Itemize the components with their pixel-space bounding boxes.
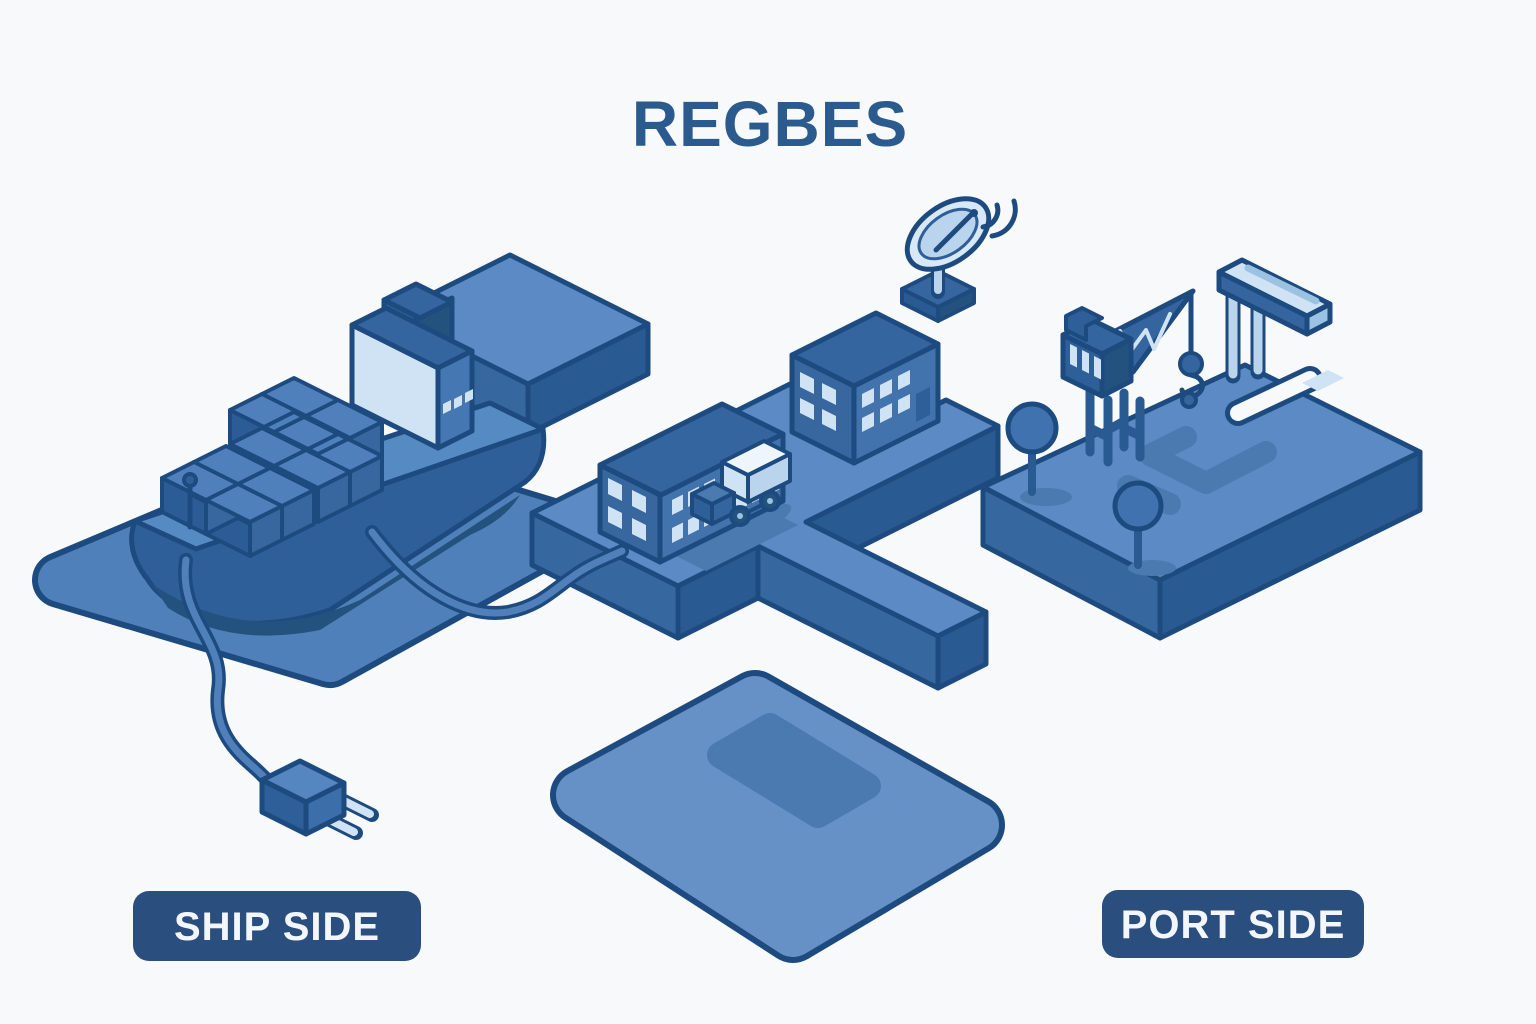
page-title: REGBES (632, 88, 908, 160)
crane-cab-windows (1070, 344, 1101, 380)
warehouse-long-roof (597, 401, 786, 498)
gantry-beam-top (1216, 257, 1333, 319)
crane-cab-block (1064, 306, 1104, 342)
empty-yard-pad (550, 670, 1005, 963)
cable-to-terminal (368, 528, 626, 617)
quay-slot (1230, 371, 1318, 421)
tree-icon (1112, 480, 1164, 569)
bridge-windows (443, 389, 473, 414)
funnel-top (381, 281, 455, 321)
tower-crane-icon (1060, 288, 1205, 467)
warehouse-tall (789, 310, 941, 466)
satellite-dish-icon (900, 196, 1018, 323)
quay-slot-ramp (1302, 370, 1344, 391)
ship-bridge (349, 305, 475, 451)
container-top-faces (160, 376, 384, 524)
port-platform (980, 362, 1423, 641)
tree-canopy (1112, 480, 1164, 532)
signal-arc-icon (989, 198, 1018, 239)
tree-icon (1005, 401, 1059, 496)
tree-shadow (1020, 488, 1072, 506)
power-plug-icon (259, 758, 379, 840)
plug-body-top (259, 758, 347, 805)
ship-side-label-bg (133, 891, 421, 961)
ship-side-label-text: SHIP SIDE (174, 905, 380, 949)
truck-cab-top (690, 481, 736, 506)
yard-pad-marking (707, 713, 881, 828)
port-side-label-text: PORT SIDE (1121, 903, 1346, 947)
bridge-front (349, 322, 441, 451)
port-side-label-bg (1102, 890, 1364, 958)
crane-hook-ball (1180, 391, 1198, 409)
truck-shadow (718, 503, 792, 545)
mast-light (182, 472, 198, 488)
signal-arc-icon (980, 202, 1001, 230)
warehouse-tall-end-windows (800, 372, 836, 431)
gantry-beam-stripe (1244, 264, 1320, 305)
shipping-containers-icon (160, 376, 384, 558)
crane-legs (1085, 387, 1145, 467)
yard-pad-surface (556, 676, 999, 957)
gantry-frame-icon (1216, 257, 1333, 384)
tree-canopy (1005, 401, 1059, 455)
truck-hub (737, 513, 743, 519)
warehouse-tall-door (916, 387, 930, 422)
bow-mast-icon (182, 472, 198, 530)
port-side-label: PORT SIDE (1102, 890, 1364, 958)
ship-side-label: SHIP SIDE (133, 891, 421, 961)
warehouse-tall-roof (789, 310, 941, 389)
dish-feed-arm (933, 209, 977, 253)
cargo-ship-icon (129, 281, 547, 636)
truck-hub (767, 498, 773, 504)
warehouse-tall-front-windows (862, 370, 910, 432)
delivery-truck (690, 439, 792, 527)
crane-pulley (1178, 351, 1204, 377)
dock-top (387, 252, 651, 387)
warehouse-long-end-windows (608, 478, 646, 541)
dish-feed-tip (970, 209, 978, 217)
truck-box-top (720, 439, 792, 477)
